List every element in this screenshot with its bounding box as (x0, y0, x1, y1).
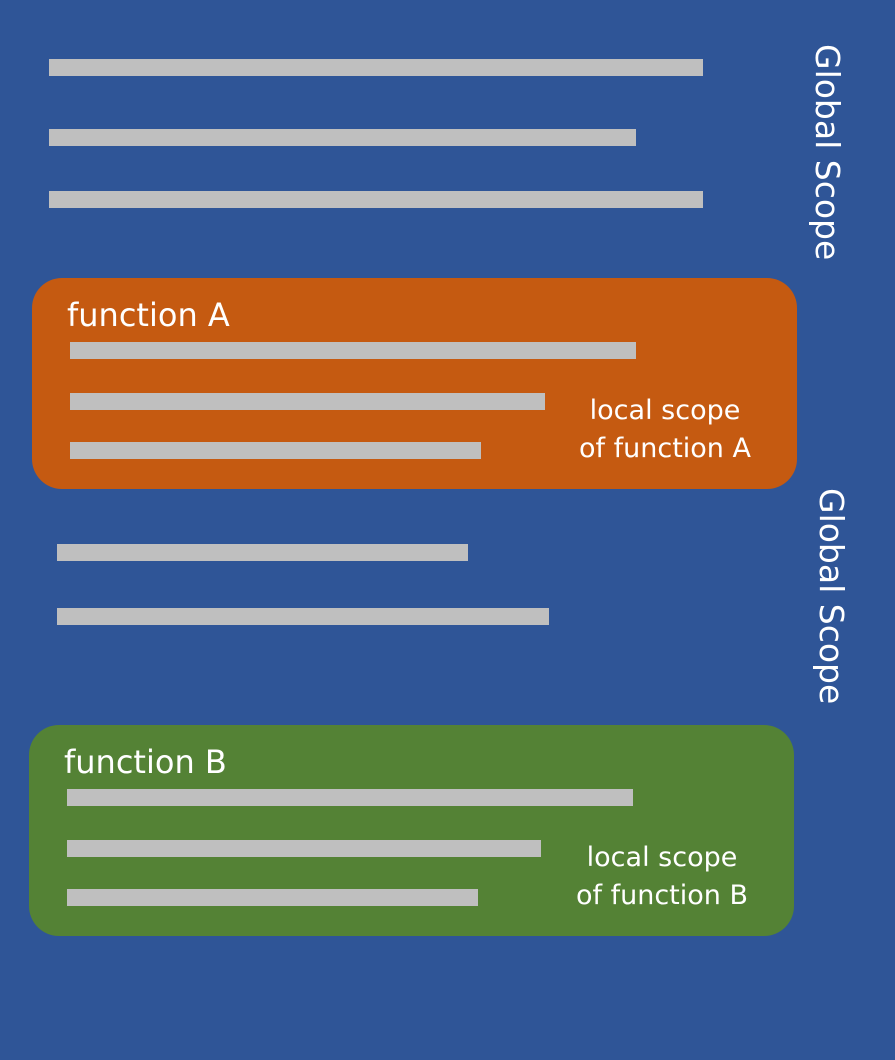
function-a-scope-label: local scope of function A (558, 392, 772, 468)
global-scope-label-middle: Global Scope (812, 488, 851, 705)
global-code-line (57, 544, 468, 561)
function-b-code-line (67, 840, 541, 857)
function-b-title: function B (64, 743, 227, 781)
function-a-scope-line1: local scope (589, 395, 741, 426)
global-code-line (57, 608, 549, 625)
global-code-line (49, 129, 636, 146)
function-b-scope-line1: local scope (586, 842, 738, 873)
function-a-box: function A local scope of function A (32, 278, 797, 489)
function-b-code-line (67, 889, 478, 906)
function-b-box: function B local scope of function B (29, 725, 794, 936)
global-code-line (49, 59, 703, 76)
function-b-code-line (67, 789, 633, 806)
function-a-code-line (70, 393, 545, 410)
function-a-code-line (70, 442, 481, 459)
function-a-scope-line2: of function A (579, 433, 751, 464)
function-a-code-line (70, 342, 636, 359)
function-b-scope-line2: of function B (575, 880, 748, 911)
global-scope-label-top: Global Scope (808, 44, 847, 261)
function-a-title: function A (67, 296, 230, 334)
function-b-scope-label: local scope of function B (555, 839, 769, 915)
global-code-line (49, 191, 703, 208)
